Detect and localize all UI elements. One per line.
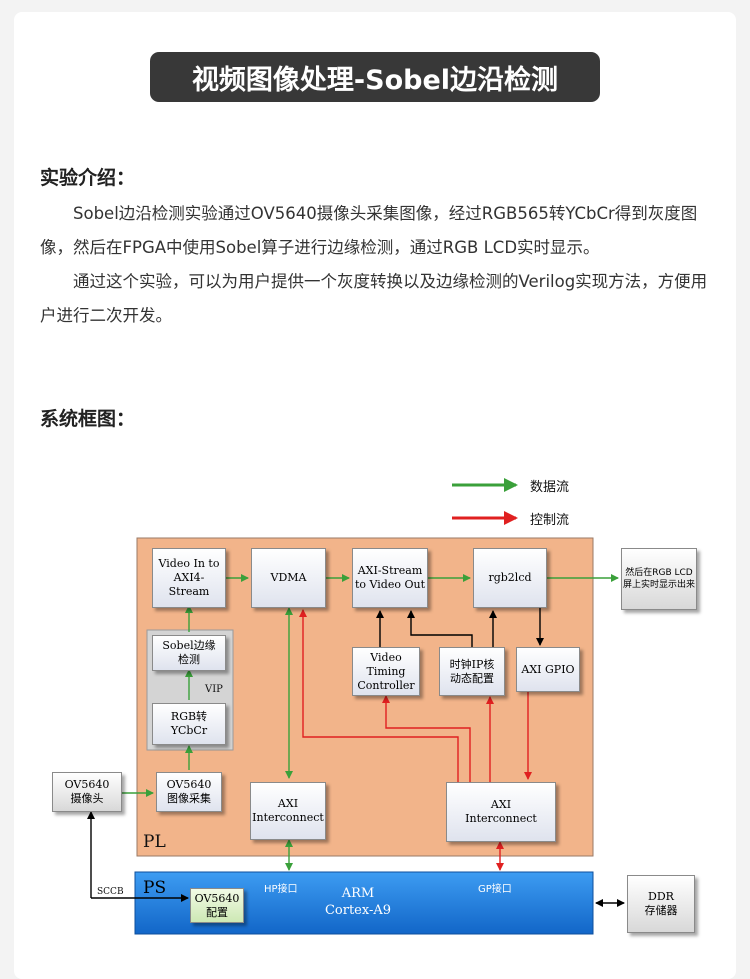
axi-interconnect-2-block: AXI Interconnect	[446, 782, 556, 842]
page-title: 视频图像处理-Sobel边沿检测	[150, 52, 600, 102]
ddr-block: DDR 存储器	[627, 875, 695, 933]
arrow-ic2-vtc	[382, 695, 471, 782]
vdma-block: VDMA	[251, 548, 326, 608]
sccb-label: SCCB	[97, 887, 124, 897]
intro-paragraph-1: Sobel边沿检测实验通过OV5640摄像头采集图像，经过RGB565转YCbC…	[40, 204, 698, 257]
axis-vout-block: AXI-Stream to Video Out	[352, 548, 428, 608]
ps-label: PS	[143, 878, 167, 898]
intro-paragraph-2: 通过这个实验，可以为用户提供一个灰度转换以及边缘检测的Verilog实现方法，方…	[40, 272, 708, 325]
vtc-block: Video Timing Controller	[352, 647, 420, 696]
arm-label: ARM Cortex-A9	[324, 886, 392, 918]
axi-gpio-block: AXI GPIO	[516, 647, 580, 692]
arrow-clk-axisvout	[407, 610, 473, 647]
video-in-block: Video In to AXI4- Stream	[152, 548, 226, 608]
camera-capture-block: OV5640 图像采集	[156, 772, 222, 812]
intro-text: Sobel边沿检测实验通过OV5640摄像头采集图像，经过RGB565转YCbC…	[40, 197, 720, 333]
gp-port-label: GP接口	[478, 884, 512, 895]
sobel-block: Sobel边缘 检测	[152, 635, 226, 671]
system-block-diagram: 数据流 控制流 PL PS VIP HP接口 GP接口 SCCB ARM Cor…	[0, 460, 750, 960]
legend-control-label: 控制流	[530, 513, 570, 528]
ps-region	[134, 871, 594, 935]
rgb2lcd-block: rgb2lcd	[473, 548, 547, 608]
intro-heading: 实验介绍：	[40, 167, 136, 189]
arrow-ic2-vdma	[299, 609, 459, 782]
axi-interconnect-1-block: AXI Interconnect	[250, 782, 326, 840]
ov5640-config-block: OV5640 配置	[190, 888, 244, 923]
vip-label: VIP	[205, 684, 223, 695]
rgb-ycbcr-block: RGB转 YCbCr	[152, 703, 226, 745]
legend-data-label: 数据流	[530, 480, 570, 495]
pl-label: PL	[143, 832, 166, 852]
hp-port-label: HP接口	[264, 884, 298, 895]
system-heading: 系统框图：	[40, 408, 136, 430]
camera-block: OV5640 摄像头	[52, 772, 122, 812]
clk-config-block: 时钟IP核 动态配置	[439, 647, 505, 696]
lcd-display-block: 然后在RGB LCD 屏上实时显示出来	[621, 548, 697, 610]
